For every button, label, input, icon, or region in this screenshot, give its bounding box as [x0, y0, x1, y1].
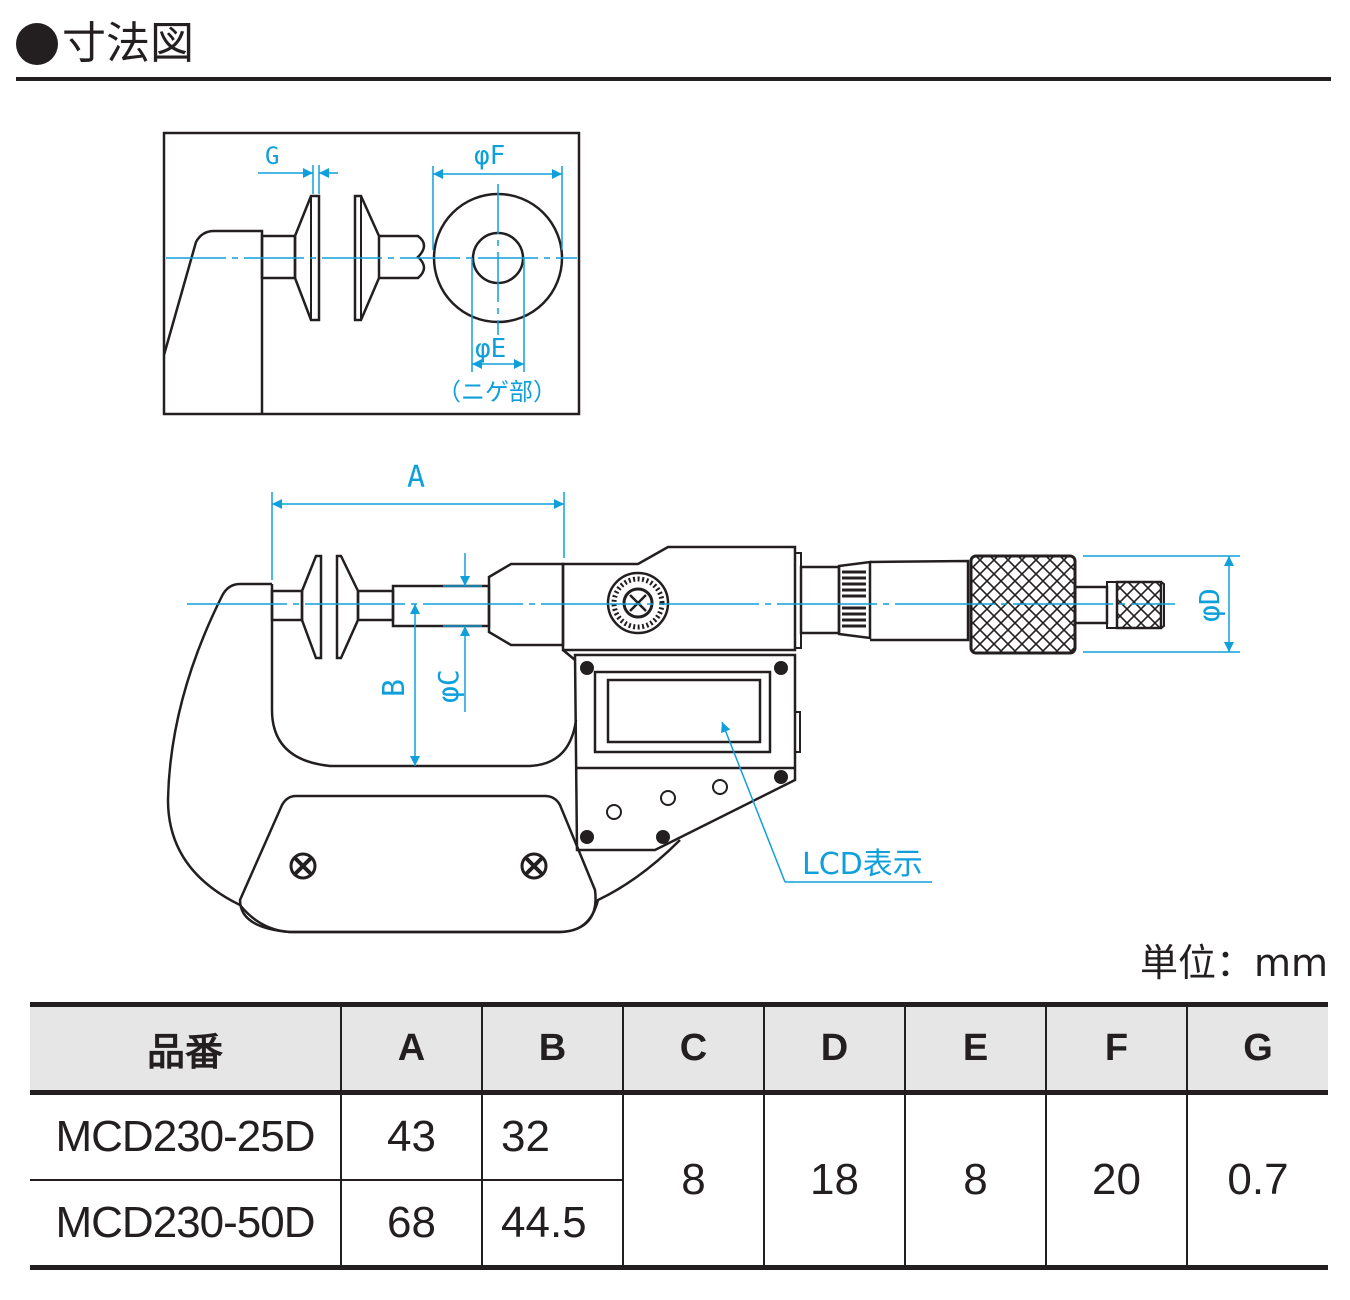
- header-c: C: [622, 1004, 764, 1093]
- lcd-bezel: [593, 670, 772, 754]
- lcd-leader-arrow: [721, 721, 786, 883]
- frame-inner: [270, 584, 578, 768]
- dimension-drawing: G φF φE （ニゲ部）: [162, 131, 1240, 934]
- detail-view: G φF φE （ニゲ部）: [162, 131, 581, 416]
- insulator-screw-left: [289, 852, 317, 880]
- cell-a: 68: [340, 1180, 482, 1268]
- display-housing: [573, 653, 797, 852]
- thimble: [869, 559, 970, 642]
- label-phi-e: φE: [475, 334, 506, 364]
- insulator-plate: [238, 794, 597, 934]
- header-g: G: [1186, 1004, 1328, 1093]
- header-d: D: [763, 1004, 905, 1093]
- label-relief: （ニゲ部）: [437, 378, 557, 406]
- function-buttons: [606, 779, 728, 820]
- table-header-row: 品番 A B C D E F G: [30, 1004, 1328, 1093]
- thimble-scale: [837, 560, 872, 640]
- label-lcd: LCD表示: [802, 847, 923, 882]
- page-title: 寸法図: [16, 14, 194, 74]
- spindle-disc: [335, 554, 360, 660]
- header-a: A: [340, 1004, 482, 1093]
- micrometer-main-view: A φC B φD LCD表示: [166, 460, 1240, 934]
- cell-b: 44.5: [481, 1180, 623, 1268]
- label-g: G: [265, 142, 279, 170]
- table-row: MCD230-50D 68 44.5: [30, 1180, 1328, 1268]
- bullet-icon: [16, 23, 58, 65]
- header-e: E: [904, 1004, 1046, 1093]
- spindle: [391, 584, 491, 628]
- header-f: F: [1045, 1004, 1187, 1093]
- cell-model: MCD230-25D: [30, 1092, 341, 1181]
- anvil-disc: [300, 554, 323, 660]
- detail-frame-anvil: [162, 229, 264, 414]
- header-b: B: [481, 1004, 623, 1093]
- dimension-table: 品番 A B C D E F G MCD230-25D 43 32 8 18 8…: [30, 1002, 1328, 1270]
- cell-e: 8: [904, 1092, 1046, 1268]
- frame-outer: [166, 582, 681, 934]
- label-phi-c: φC: [432, 669, 465, 703]
- cell-b: 32: [481, 1092, 623, 1181]
- label-phi-d: φD: [1193, 588, 1226, 622]
- display-screws: [580, 661, 788, 844]
- cell-c: 8: [622, 1092, 764, 1268]
- detail-frame: [162, 131, 581, 416]
- cell-g: 0.7: [1186, 1092, 1328, 1268]
- insulator-screw-right: [520, 852, 548, 880]
- page-title-text: 寸法図: [62, 18, 194, 69]
- label-b: B: [377, 679, 412, 697]
- header-model: 品番: [30, 1004, 341, 1093]
- unit-label: 単位：mm: [1139, 941, 1328, 985]
- detail-spindle: [379, 234, 426, 280]
- title-divider: [16, 77, 1331, 81]
- label-a: A: [407, 460, 425, 495]
- cell-a: 43: [340, 1092, 482, 1181]
- cell-d: 18: [763, 1092, 905, 1268]
- ratchet-end-knurl: [1115, 580, 1163, 630]
- cell-f: 20: [1045, 1092, 1187, 1268]
- lcd-screen: [606, 678, 762, 744]
- body-head: [561, 545, 797, 652]
- lock-knob: [606, 571, 670, 635]
- cell-model: MCD230-50D: [55, 1198, 316, 1247]
- label-phi-f: φF: [474, 141, 505, 171]
- table-row: MCD230-25D 43 32 8 18 8 20 0.7: [30, 1092, 1328, 1268]
